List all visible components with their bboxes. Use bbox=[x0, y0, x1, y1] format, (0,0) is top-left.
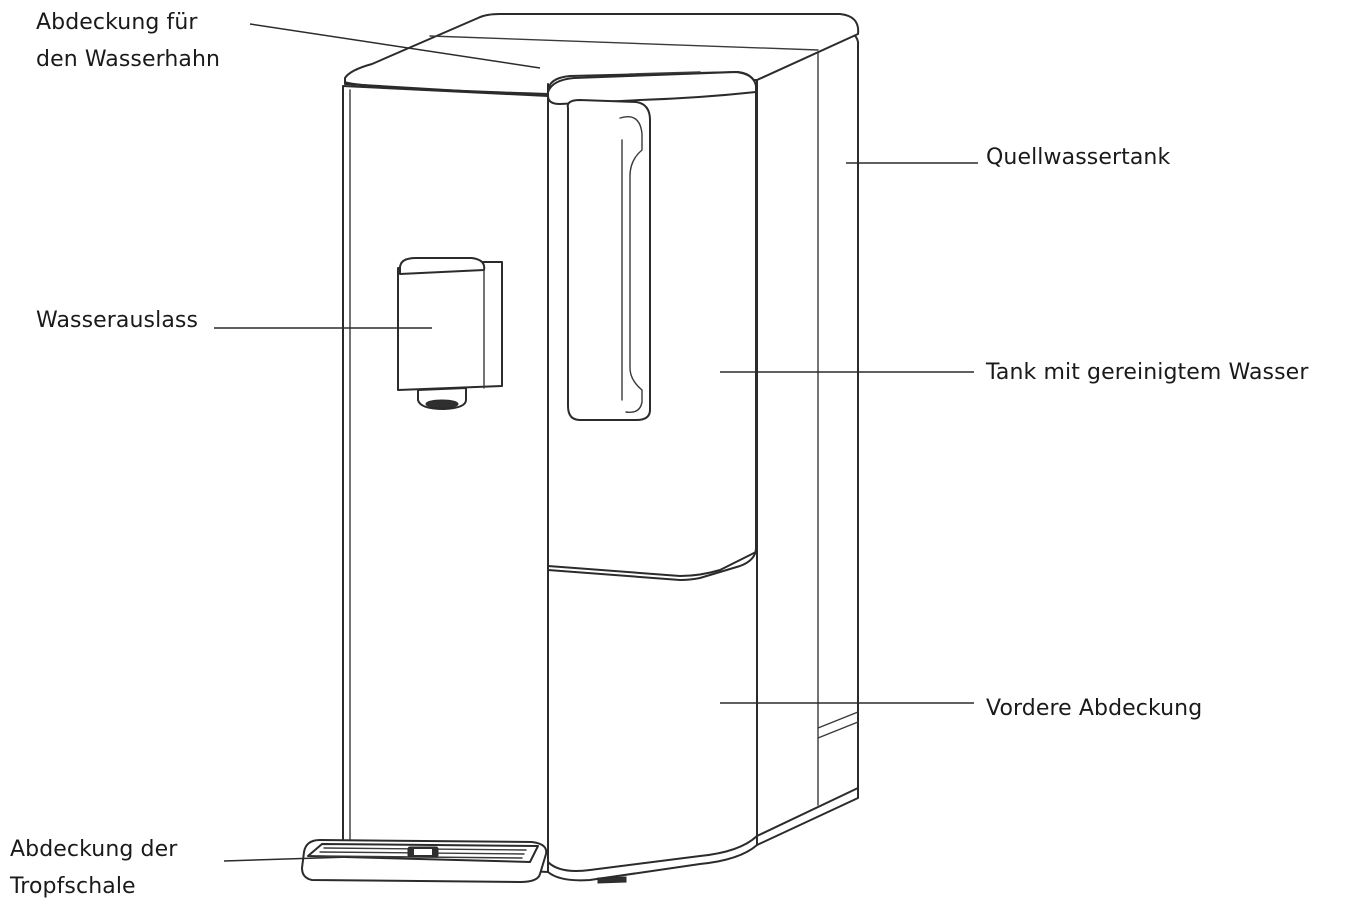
drip-tray bbox=[301, 839, 548, 883]
label-drip-tray-cover-line-2: Tropfschale bbox=[10, 874, 136, 899]
purified-tank-bottom-rim bbox=[547, 551, 757, 577]
tank-handle bbox=[566, 99, 651, 421]
left-front-body bbox=[342, 85, 549, 873]
side-panel bbox=[756, 32, 859, 846]
side-panel-bottom-step-2 bbox=[817, 721, 859, 739]
leader-faucet-cover bbox=[249, 23, 541, 69]
label-drip-tray-cover-line-1: Abdeckung der bbox=[10, 837, 178, 862]
water-outlet bbox=[397, 257, 503, 410]
front-cover-base bbox=[547, 787, 859, 872]
label-faucet-cover-line-2: den Wasserhahn bbox=[36, 47, 221, 72]
purified-tank-lid-slot bbox=[629, 71, 701, 75]
outlet-nozzle-tip bbox=[425, 399, 459, 409]
label-faucet-cover-line-1: Abdeckung für bbox=[36, 10, 198, 35]
water-dispenser bbox=[301, 13, 860, 884]
label-front-cover: Vordere Abdeckung bbox=[986, 696, 1203, 721]
tank-handle-inner bbox=[619, 116, 643, 413]
machine-foot bbox=[597, 876, 627, 884]
label-water-outlet: Wasserauslass bbox=[36, 308, 199, 333]
drip-tray-center-slot-inner bbox=[414, 849, 432, 855]
purified-tank-lid bbox=[547, 71, 757, 105]
outlet-body bbox=[397, 261, 503, 391]
side-panel-bottom-step bbox=[817, 711, 859, 729]
label-faucet-cover: Abdeckung für den Wasserhahn bbox=[36, 4, 220, 78]
leader-drip-tray-cover bbox=[223, 856, 351, 862]
faucet-cover-seam bbox=[429, 35, 819, 51]
label-source-tank: Quellwassertank bbox=[986, 145, 1171, 170]
label-purified-tank: Tank mit gereinigtem Wasser bbox=[986, 360, 1309, 385]
label-drip-tray-cover: Abdeckung der Tropfschale bbox=[10, 831, 177, 905]
